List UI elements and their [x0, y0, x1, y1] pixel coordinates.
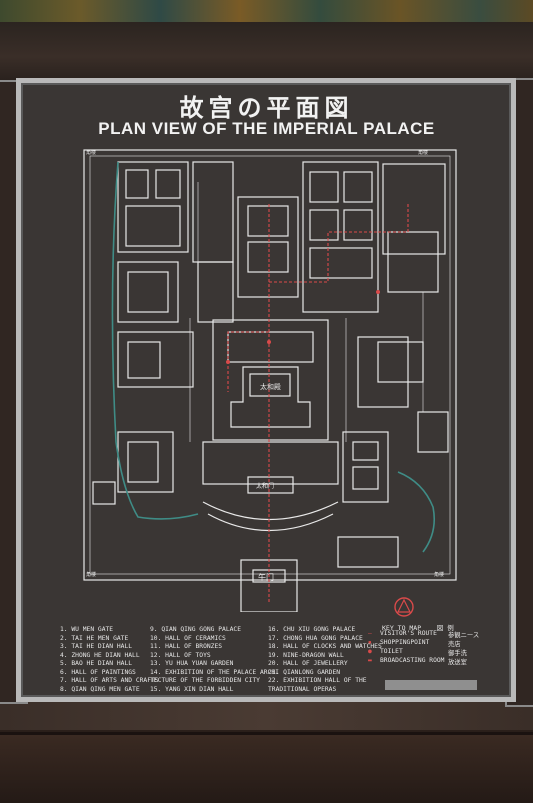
legend-item: 5. BAO HE DIAN HALL: [60, 660, 133, 667]
legend-item: 11. HALL OF BRONZES: [150, 643, 223, 650]
key-label-cjk: 放送室: [448, 659, 467, 666]
legend-item: 16. CHU XIU GONG PALACE: [268, 626, 356, 633]
outer-wall: [83, 149, 457, 581]
label-corner-tower-sw: 角楼: [86, 571, 96, 578]
key-title-cjk: 図 例: [436, 624, 454, 632]
key-label: VISITOR'S ROUTE: [380, 630, 437, 637]
legend-column-1: 1. WU MEN GATE 2. TAI HE MEN GATE 3. TAI…: [60, 626, 159, 694]
legend-item: 20. HALL OF JEWELLERY: [268, 660, 348, 667]
legend-item: 4. ZHONG HE DIAN HALL: [60, 651, 140, 659]
wooden-lintel: [0, 22, 533, 80]
label-corner-tower-se: 角楼: [434, 571, 444, 578]
legend-item: 1. WU MEN GATE: [60, 626, 114, 633]
legend-item: 3. TAI HE DIAN HALL: [60, 643, 133, 650]
inner-court: [237, 196, 299, 298]
palace-plan-map: 太和殿 太和门 午门 角楼 角楼 角楼 角楼: [83, 149, 457, 612]
legend-item: 14. EXHIBITION OF THE PALACE ARCHI: [150, 668, 279, 676]
key-label-cjk: 売店: [448, 641, 461, 648]
legend-item: 19. NINE-DRAGON WALL: [268, 651, 344, 659]
legend-item: 21. QIANLONG GARDEN: [268, 668, 341, 676]
key-title-en: KEY TO MAP: [382, 624, 422, 632]
label-taihemen: 太和门: [256, 482, 274, 490]
legend-item: 12. HALL OF TOYS: [150, 651, 211, 659]
label-wumen: 午门: [258, 572, 274, 582]
legend-item: 18. HALL OF CLOCKS AND WATCHES: [268, 643, 382, 650]
legend-item: 15. YANG XIN DIAN HALL: [150, 685, 234, 693]
key-label-cjk: 御手洗: [448, 650, 467, 657]
label-corner-tower-nw: 角楼: [86, 149, 96, 156]
legend-item: 10. HALL OF CERAMICS: [150, 634, 226, 642]
floor-ledge: [0, 732, 533, 803]
key-title: KEY TO MAP 図 例: [382, 622, 454, 632]
sign-title-japanese: 故宫の平面図: [179, 94, 354, 122]
sign-title-english: PLAN VIEW OF THE IMPERIAL PALACE: [98, 119, 435, 138]
taihedian-courtyard: [212, 319, 329, 441]
painted-ceiling-beam: [0, 0, 533, 22]
key-row-route: — VISITOR'S ROUTE 参観ニース: [368, 630, 488, 639]
legend-item: 7. HALL OF ARTS AND CRAFTS: [60, 677, 159, 684]
legend-item: 8. QIAN QING MEN GATE: [60, 685, 140, 693]
legend-column-2: 9. QIAN QING GONG PALACE 10. HALL OF CER…: [150, 626, 279, 694]
blank-nameplate: [385, 680, 477, 690]
route-line-icon: —: [368, 630, 372, 637]
broadcast-icon: ▬: [368, 657, 372, 664]
map-key: — VISITOR'S ROUTE 参観ニース ▪ SHOPPINGPOINT 売店 ●…: [368, 630, 488, 666]
key-row-toilet: ● TOILET 御手洗: [368, 648, 488, 657]
shop-icon: ▪: [368, 639, 372, 646]
toilet-icon: ●: [368, 648, 372, 655]
legend-item: 13. YU HUA YUAN GARDEN: [150, 660, 234, 667]
legend-item: 17. CHONG HUA GONG PALACE: [268, 634, 363, 642]
key-row-shop: ▪ SHOPPINGPOINT 売店: [368, 639, 488, 648]
legend-item: 6. HALL OF PAINTINGS: [60, 668, 136, 676]
taihemen-gate: [247, 476, 294, 494]
palace-emblem-icon: [394, 597, 414, 617]
map-board: [16, 78, 516, 702]
legend-item: TRADITIONAL OPERAS: [268, 685, 337, 693]
legend-item: TECTURE OF THE FORBIDDEN CITY: [150, 677, 260, 684]
key-label: BROADCASTING ROOM: [380, 657, 445, 664]
label-taihedian: 太和殿: [260, 382, 281, 391]
label-corner-tower-ne: 角楼: [418, 149, 428, 156]
legend-item: 2. TAI HE MEN GATE: [60, 634, 129, 642]
key-label: SHOPPINGPOINT: [380, 639, 430, 646]
legend-column-3: 16. CHU XIU GONG PALACE 17. CHONG HUA GO…: [268, 626, 382, 694]
legend-item: 22. EXHIBITION HALL OF THE: [268, 677, 367, 684]
legend-item: 9. QIAN QING GONG PALACE: [150, 626, 241, 633]
key-label-cjk: 参観ニース: [448, 632, 480, 639]
key-label: TOILET: [380, 648, 403, 655]
